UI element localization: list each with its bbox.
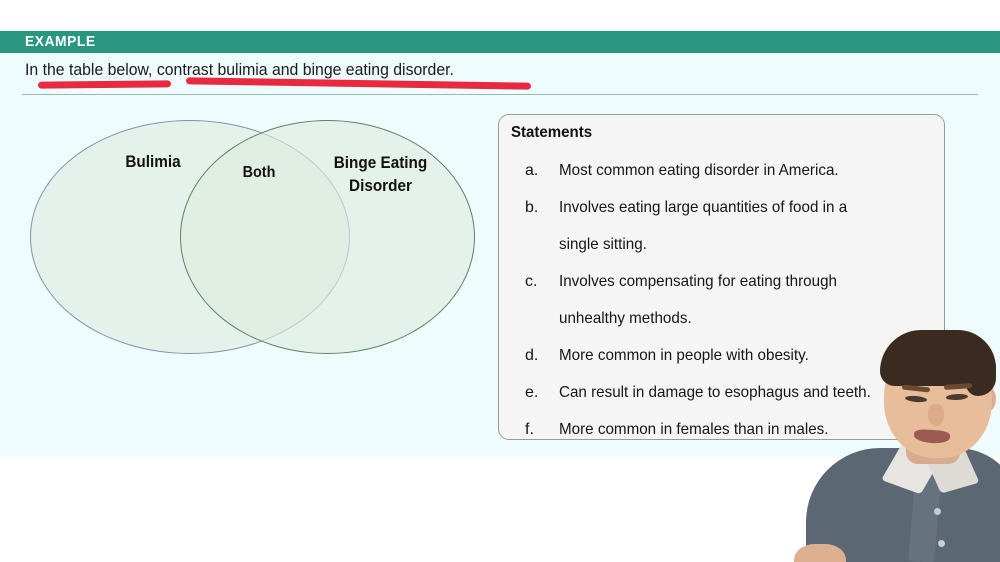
venn-diagram: Bulimia Both Binge Eating Disorder [8, 110, 488, 360]
presenter-hand [794, 544, 846, 562]
horizontal-divider [22, 94, 978, 95]
list-item-text: Can result in damage to esophagus and te… [559, 384, 871, 401]
presenter-shirt-button [934, 508, 941, 515]
red-annotation-underline-1 [37, 80, 172, 89]
list-item: c. Involves compensating for eating thro… [525, 264, 945, 300]
list-item-marker: c. [525, 273, 538, 290]
list-item: d. More common in people with obesity. [525, 338, 945, 374]
statements-panel: Statements a. Most common eating disorde… [498, 114, 945, 440]
slide-canvas: EXAMPLE In the table below, contrast bul… [0, 0, 1000, 457]
list-item-marker: f. [525, 421, 534, 438]
list-item-text: Involves eating large quantities of food… [559, 199, 848, 216]
list-item-text: More common in females than in males. [559, 421, 829, 438]
list-item-marker: d. [525, 347, 539, 364]
statements-list: a. Most common eating disorder in Americ… [525, 153, 945, 449]
prompt-question-text: In the table below, contrast bulimia and… [25, 60, 454, 79]
list-item-continuation: unhealthy methods. [525, 301, 945, 337]
list-item-text: unhealthy methods. [559, 310, 692, 327]
venn-circle-binge-eating-disorder [180, 120, 475, 354]
example-banner-label: EXAMPLE [25, 33, 96, 50]
red-annotation-underline-2 [185, 77, 532, 90]
example-banner: EXAMPLE [0, 31, 1000, 53]
presenter-nose [928, 404, 944, 426]
list-item-continuation: single sitting. [525, 227, 945, 263]
presenter-shirt-button [938, 540, 945, 547]
list-item: a. Most common eating disorder in Americ… [525, 153, 945, 189]
list-item-text: More common in people with obesity. [559, 347, 809, 364]
list-item: b. Involves eating large quantities of f… [525, 190, 945, 226]
list-item: e. Can result in damage to esophagus and… [525, 375, 945, 411]
list-item: f. More common in females than in males. [525, 412, 945, 448]
venn-label-both: Both [242, 164, 276, 181]
list-item-marker: b. [525, 199, 539, 216]
presenter-hair-side [966, 352, 996, 396]
slide-top-margin [0, 0, 1000, 30]
list-item-text: single sitting. [559, 236, 647, 253]
presenter-video-overlay [788, 330, 1000, 562]
venn-label-binge-eating-disorder: Binge Eating Disorder [333, 153, 428, 195]
list-item-text: Involves compensating for eating through [559, 273, 837, 290]
statements-panel-title: Statements [511, 124, 593, 141]
list-item-text: Most common eating disorder in America. [559, 162, 839, 179]
list-item-marker: a. [525, 162, 539, 179]
list-item-marker: e. [525, 384, 539, 401]
venn-label-bulimia: Bulimia [125, 152, 181, 171]
